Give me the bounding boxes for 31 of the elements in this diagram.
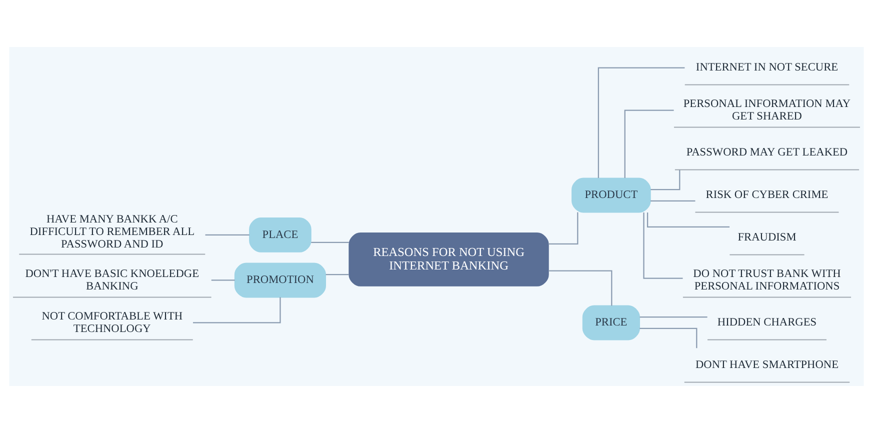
- connector: [326, 274, 349, 275]
- connector: [640, 327, 698, 348]
- connector: [643, 212, 683, 278]
- node-text: PASSWORD MAY GET LEAKED: [686, 146, 848, 158]
- node-text: DON'T HAVE BASIC KNOELEDGE BANKING: [25, 268, 200, 292]
- node-box: PROMOTION: [234, 262, 326, 298]
- connector: [192, 296, 281, 323]
- connector: [650, 200, 696, 201]
- node-box: PRODUCT: [572, 177, 651, 212]
- connector: [548, 270, 612, 306]
- node-text: FRAUDISM: [738, 231, 796, 244]
- node-box: PLACE: [249, 216, 312, 252]
- node-text: HIDDEN CHARGES: [717, 316, 817, 328]
- connector: [548, 212, 578, 244]
- connector: [624, 109, 674, 178]
- node-box: PRICE: [582, 304, 640, 340]
- node-text: INTERNET IN NOT SECURE: [696, 61, 838, 74]
- node-text: DONT HAVE SMARTPHONE: [695, 358, 839, 371]
- node-box: REASONS FOR NOT USING INTERNET BANKING: [348, 232, 549, 286]
- connector: [650, 169, 680, 190]
- node-text: RISK OF CYBER CRIME: [706, 188, 828, 201]
- connector: [211, 279, 235, 280]
- node-text: DO NOT TRUST BANK WITH PERSONAL INFORMATIONS: [693, 268, 841, 292]
- connector: [598, 66, 685, 178]
- node-text: PERSONAL INFORMATION MAY GET SHARED: [683, 98, 851, 122]
- connector: [311, 241, 349, 243]
- connector: [205, 234, 250, 235]
- connector: [646, 212, 730, 227]
- node-text: HAVE MANY BANKK A/C DIFFICULT TO REMEMBER ALL PASSWORD AND ID: [30, 213, 195, 250]
- node-text: NOT COMFORTABLE WITH TECHNOLOGY: [42, 310, 183, 334]
- connector: [640, 316, 708, 318]
